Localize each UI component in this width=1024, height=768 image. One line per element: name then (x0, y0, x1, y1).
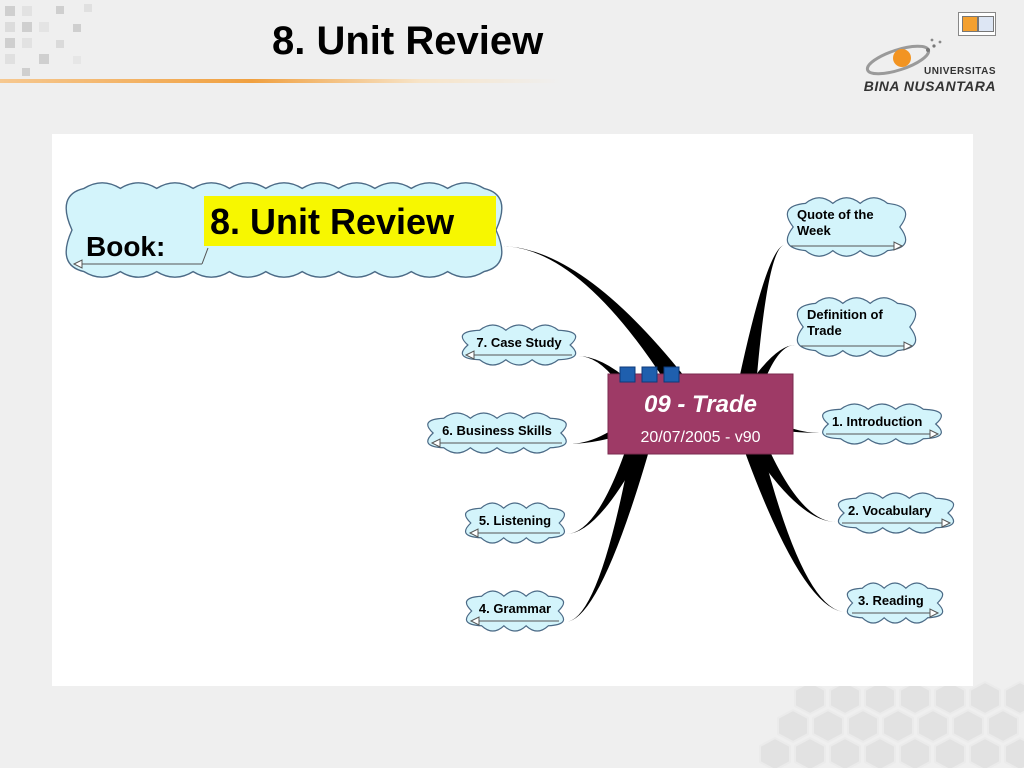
mindmap-panel: 7. Case Study 6. Business Skills 5. Listen… (52, 134, 973, 686)
mindmap-nodes: 7. Case Study 6. Business Skills 5. Listen… (65, 182, 955, 632)
book-highlight (204, 196, 496, 246)
node-2-vocabulary[interactable]: 2. Vocabulary (837, 492, 955, 534)
node-1-introduction[interactable]: 1. Introduction (822, 403, 942, 445)
logo-universitas-text: UNIVERSITAS (924, 66, 996, 77)
node-label: Week (797, 223, 831, 238)
node-label: 2. Vocabulary (848, 503, 932, 518)
logo-badge-icon (958, 12, 996, 36)
arrow-icon (468, 528, 479, 538)
book-label: Book: (86, 231, 165, 262)
marker-square-icon (619, 366, 636, 383)
mindmap-diagram: 7. Case Study 6. Business Skills 5. Listen… (65, 182, 955, 632)
arrow-icon (903, 341, 914, 351)
node-label: Definition of (807, 307, 883, 322)
arrow-icon (430, 438, 441, 448)
node-label: 6. Business Skills (442, 423, 552, 438)
node-label: 1. Introduction (832, 414, 922, 429)
arrow-icon (72, 259, 83, 269)
center-box (607, 373, 794, 455)
arrow-icon (469, 616, 480, 626)
node-3-reading[interactable]: 3. Reading (846, 582, 944, 624)
arrow-icon (941, 518, 952, 528)
node-label: Trade (807, 323, 842, 338)
node-connector (201, 247, 209, 265)
arrow-icon (893, 241, 904, 251)
node-label: 5. Listening (479, 513, 551, 528)
node-cloud (786, 197, 907, 257)
branch-3-reading (733, 408, 846, 612)
branch-4-grammar (565, 409, 659, 622)
corner-squares-decoration (5, 4, 92, 76)
arrow-icon (929, 429, 940, 439)
center-subtitle: 20/07/2005 - v90 (640, 429, 760, 446)
hexagon-pattern-decoration (759, 680, 1024, 768)
arrow-icon (464, 350, 475, 360)
university-logo: UNIVERSITAS BINA NUSANTARA (858, 10, 1008, 98)
node-6-business-skills[interactable]: 6. Business Skills (427, 412, 567, 454)
marker-square-icon (663, 366, 680, 383)
node-label: 4. Grammar (479, 601, 551, 616)
header-rule (0, 79, 560, 83)
arrow-icon (929, 608, 940, 618)
node-4-grammar[interactable]: 4. Grammar (465, 590, 565, 632)
logo-orbit-icon (865, 38, 942, 76)
node-label: 3. Reading (858, 593, 924, 608)
node-label: 7. Case Study (476, 335, 562, 350)
logo-bina-nusantara-text: BINA NUSANTARA (863, 78, 996, 94)
slide-title: 8. Unit Review (272, 19, 544, 63)
center-title: 09 - Trade (644, 391, 757, 418)
node-cloud (796, 297, 917, 357)
node-7-case-study[interactable]: 7. Case Study (461, 324, 577, 366)
node-5-listening[interactable]: 5. Listening (464, 502, 566, 544)
book-value: 8. Unit Review (210, 201, 455, 242)
node-label: Quote of the (797, 207, 874, 222)
center-node[interactable]: 09 - Trade 20/07/2005 - v90 (607, 366, 794, 455)
marker-square-icon (641, 366, 658, 383)
